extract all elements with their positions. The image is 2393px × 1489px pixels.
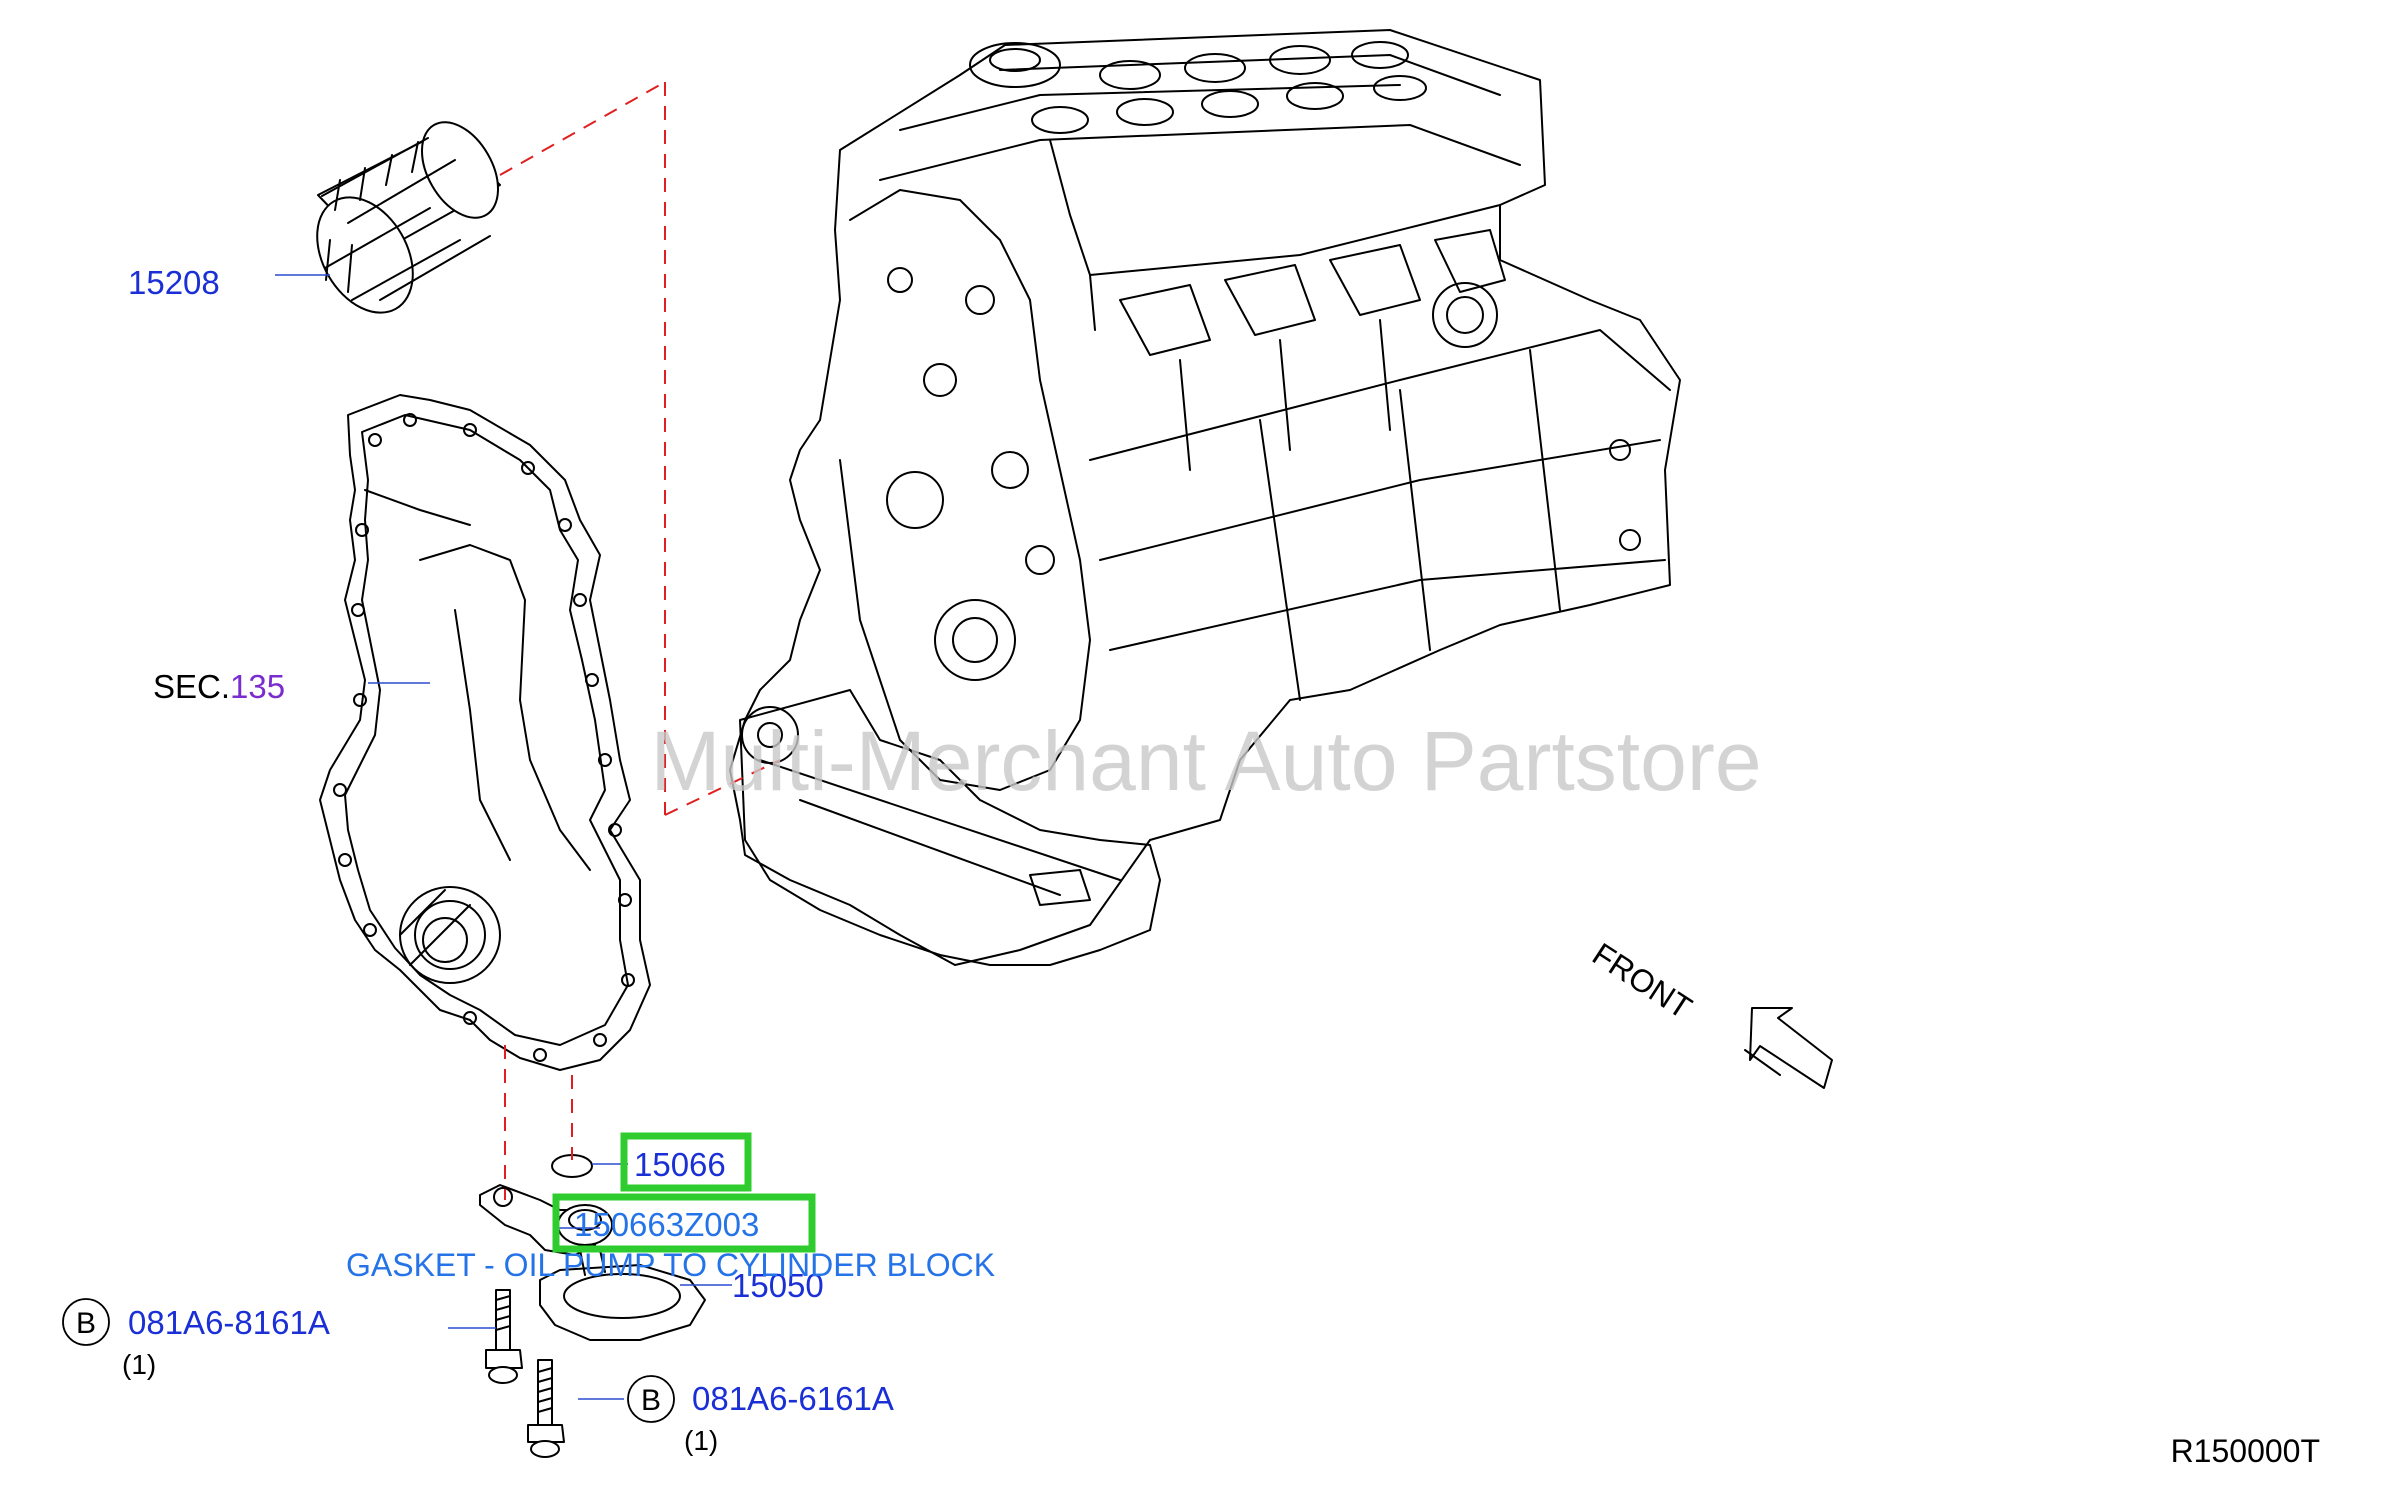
strainer-illustration [479,1154,706,1341]
part-number-oil-strainer[interactable]: 15050 [732,1267,824,1304]
gasket-description-tooltip: GASKET - OIL PUMP TO CYLINDER BLOCK [346,1247,995,1283]
bolt-lower-badge [627,1375,675,1423]
section-prefix: SEC. [153,668,230,705]
o-ring-highlight [620,1132,752,1192]
bolt-lower-quantity: (1) [684,1425,718,1456]
part-number-oil-filter[interactable]: 15208 [128,264,220,301]
bolt-upper-badge [62,1298,110,1346]
oil-filter-illustration [316,121,501,314]
part-number-bolt-upper[interactable]: 081A6-8161A [128,1304,330,1341]
front-label: FRONT [1586,936,1698,1026]
part-number-bolt-lower[interactable]: 081A6-6161A [692,1380,894,1417]
part-number-o-ring[interactable]: 15066 [634,1146,726,1183]
gasket-highlight [552,1193,816,1253]
callout-leaders [275,274,732,1400]
engine-block-illustration [729,29,1681,966]
bolt-upper-quantity: (1) [122,1349,156,1380]
bolt-upper-badge-letter: B [76,1307,96,1340]
section-link[interactable]: 135 [230,668,285,705]
front-direction-indicator: FRONT [1586,936,1833,1089]
section-reference[interactable]: SEC.135 [153,668,285,705]
diagram-code: R150000T [2171,1433,2320,1469]
assembly-guide-lines [499,81,781,1200]
bolt-lower-illustration [527,1359,565,1458]
watermark: Multi-Merchant Auto Partstore [650,714,1761,808]
front-cover-illustration [319,394,651,1071]
front-arrow-icon [1749,1007,1833,1089]
part-number-gasket[interactable]: 150663Z003 [574,1206,759,1243]
bolt-lower-badge-letter: B [641,1384,661,1417]
bolt-upper-illustration [485,1289,523,1384]
